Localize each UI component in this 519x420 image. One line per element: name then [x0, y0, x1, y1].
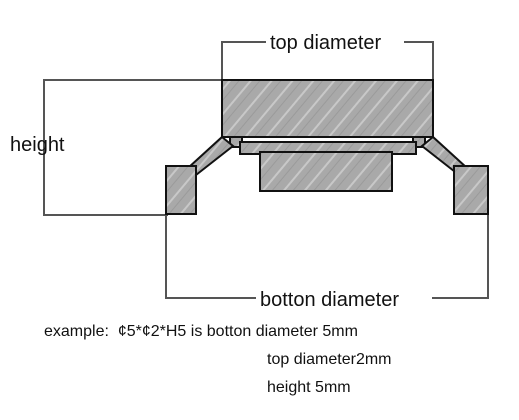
caption-part-a: 5* — [126, 323, 142, 340]
diameter-symbol-icon: ¢ — [117, 323, 127, 340]
lower-block — [259, 151, 393, 192]
caption-part-b: 2*H5 is botton diameter 5mm — [150, 323, 358, 340]
top-diameter-dimension — [221, 41, 434, 80]
bottom-diameter-dimension — [165, 215, 489, 299]
caption-line-2: top diameter2mm — [267, 351, 392, 368]
right-foot — [453, 165, 489, 215]
top-cap — [221, 79, 434, 138]
component-body — [165, 79, 489, 215]
caption-line-3: height 5mm — [267, 379, 351, 396]
top-diameter-label: top diameter — [270, 32, 382, 54]
height-label: height — [10, 134, 65, 156]
bottom-diameter-label: botton diameter — [260, 289, 399, 311]
diameter-symbol-icon: ¢ — [141, 323, 151, 340]
left-foot — [165, 165, 197, 215]
height-dimension — [43, 79, 222, 216]
caption-line-1: example: ¢5*¢2*H5 is botton diameter 5mm — [44, 322, 358, 342]
caption-prefix: example: — [44, 323, 118, 340]
